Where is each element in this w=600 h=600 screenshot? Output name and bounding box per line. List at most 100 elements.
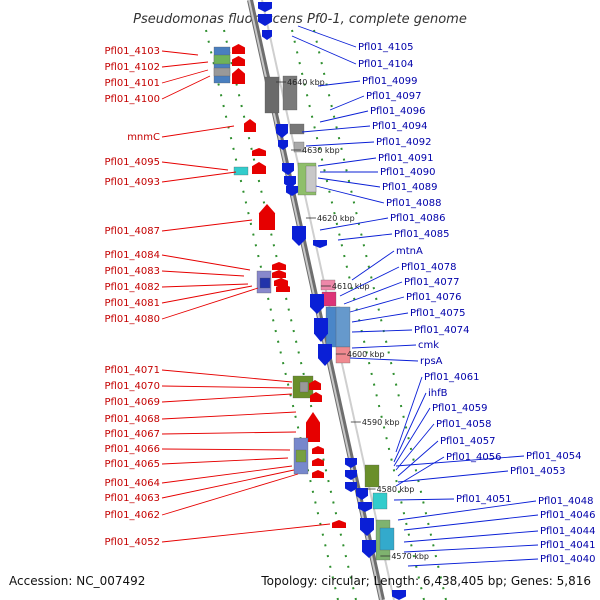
forward-gene-arrow <box>252 162 266 174</box>
gene-label-left[interactable]: Pfl01_4065 <box>104 459 160 470</box>
leader-line <box>161 254 251 271</box>
forward-gene-arrow <box>310 392 322 402</box>
gene-label-left[interactable]: Pfl01_4066 <box>104 444 160 455</box>
gene-label-right[interactable]: Pfl01_4085 <box>394 229 450 240</box>
leader-line <box>351 250 395 281</box>
gene-label-left[interactable]: Pfl01_4069 <box>104 397 160 408</box>
gene-label-left[interactable]: Pfl01_4101 <box>104 78 160 89</box>
gene-label-left[interactable]: Pfl01_4068 <box>104 414 160 425</box>
leader-line <box>319 110 369 123</box>
gene-block <box>213 67 231 77</box>
reverse-gene-arrow <box>345 482 357 492</box>
gene-block <box>321 291 337 307</box>
leader-line <box>161 61 209 68</box>
gene-label-left[interactable]: Pfl01_4063 <box>104 493 160 504</box>
gene-label-right[interactable]: Pfl01_4054 <box>526 451 582 462</box>
reverse-gene-arrow <box>258 2 272 12</box>
leader-line <box>161 285 253 304</box>
gene-label-right[interactable]: Pfl01_4097 <box>366 91 422 102</box>
gene-block <box>293 141 305 153</box>
gene-label-right[interactable]: Pfl01_4051 <box>456 494 512 505</box>
gene-label-left[interactable]: Pfl01_4064 <box>104 478 160 489</box>
leader-line <box>301 125 371 133</box>
gene-label-right[interactable]: Pfl01_4074 <box>414 325 470 336</box>
gene-features <box>213 2 406 600</box>
gene-label-right[interactable]: Pfl01_4099 <box>362 76 418 87</box>
gene-label-left[interactable]: Pfl01_4084 <box>104 250 160 261</box>
leader-line <box>161 393 293 403</box>
left-gene-labels: Pfl01_4103Pfl01_4102Pfl01_4101Pfl01_4100… <box>104 46 160 548</box>
leader-line <box>343 281 403 305</box>
leader-line <box>161 161 229 171</box>
gene-label-right[interactable]: Pfl01_4041 <box>540 540 596 551</box>
gene-label-left[interactable]: Pfl01_4071 <box>104 365 160 376</box>
kbp-label: 4590 kbp <box>362 418 400 427</box>
gene-label-right[interactable]: Pfl01_4096 <box>370 106 426 117</box>
gene-label-left[interactable]: Pfl01_4103 <box>104 46 160 57</box>
leader-line <box>337 233 393 241</box>
gene-label-right[interactable]: Pfl01_4091 <box>378 153 434 164</box>
gene-label-right[interactable]: Pfl01_4048 <box>538 496 594 507</box>
leader-line <box>317 80 361 87</box>
gene-label-left[interactable]: Pfl01_4081 <box>104 298 160 309</box>
gene-label-right[interactable]: Pfl01_4061 <box>424 372 480 383</box>
gene-label-right[interactable]: Pfl01_4094 <box>372 121 428 132</box>
gene-block <box>259 277 271 289</box>
gene-label-right[interactable]: Pfl01_4088 <box>386 198 442 209</box>
gene-label-right[interactable]: Pfl01_4044 <box>540 526 596 537</box>
gene-label-right[interactable]: Pfl01_4078 <box>401 262 457 273</box>
leader-line <box>161 219 253 232</box>
leader-line <box>403 544 539 553</box>
gene-label-right[interactable]: Pfl01_4086 <box>390 213 446 224</box>
right-leader-lines <box>291 25 539 567</box>
gene-label-left[interactable]: Pfl01_4070 <box>104 381 160 392</box>
gene-label-right[interactable]: Pfl01_4056 <box>446 452 502 463</box>
gene-label-right[interactable]: Pfl01_4075 <box>410 308 466 319</box>
gene-label-right[interactable]: Pfl01_4040 <box>540 554 596 565</box>
gene-label-right[interactable]: ihfB <box>428 388 448 399</box>
gene-label-right[interactable]: Pfl01_4092 <box>376 137 432 148</box>
leader-line <box>161 431 297 435</box>
gene-label-right[interactable]: Pfl01_4089 <box>382 182 438 193</box>
gene-label-left[interactable]: Pfl01_4067 <box>104 429 160 440</box>
leader-line <box>393 392 427 463</box>
reverse-gene-arrow <box>356 488 368 500</box>
gene-label-right[interactable]: Pfl01_4059 <box>432 403 488 414</box>
reverse-gene-arrow <box>392 590 406 600</box>
gene-label-left[interactable]: Pfl01_4082 <box>104 282 160 293</box>
gene-label-right[interactable]: Pfl01_4076 <box>406 292 462 303</box>
leader-line <box>395 455 525 467</box>
gene-label-right[interactable]: mtnA <box>396 246 423 257</box>
gene-label-left[interactable]: Pfl01_4080 <box>104 314 160 325</box>
gene-label-left[interactable]: Pfl01_4100 <box>104 94 160 105</box>
reverse-gene-arrow <box>262 30 272 40</box>
leader-line <box>395 423 435 471</box>
gene-label-right[interactable]: Pfl01_4105 <box>358 42 414 53</box>
gene-label-right[interactable]: Pfl01_4090 <box>380 167 436 178</box>
gene-label-left[interactable]: mnmC <box>127 132 160 143</box>
leader-line <box>161 385 293 389</box>
gene-label-left[interactable]: Pfl01_4062 <box>104 510 160 521</box>
kbp-label: 4630 kbp <box>302 146 340 155</box>
leader-line <box>161 523 331 543</box>
leader-line <box>317 177 381 188</box>
leader-line <box>161 473 299 516</box>
gene-label-right[interactable]: Pfl01_4058 <box>436 419 492 430</box>
gene-label-right[interactable]: Pfl01_4053 <box>510 466 566 477</box>
gene-label-right[interactable]: Pfl01_4046 <box>540 510 596 521</box>
gene-label-left[interactable]: Pfl01_4102 <box>104 62 160 73</box>
leader-line <box>297 25 357 48</box>
gene-label-left[interactable]: Pfl01_4052 <box>104 537 160 548</box>
gene-label-left[interactable]: Pfl01_4083 <box>104 266 160 277</box>
leader-line <box>407 558 539 567</box>
gene-label-right[interactable]: Pfl01_4057 <box>440 436 496 447</box>
gene-label-right[interactable]: Pfl01_4077 <box>404 277 460 288</box>
gene-label-right[interactable]: Pfl01_4104 <box>358 59 414 70</box>
gene-label-right[interactable]: cmk <box>418 340 439 351</box>
gene-label-right[interactable]: rpsA <box>420 356 443 367</box>
gene-label-left[interactable]: Pfl01_4095 <box>104 157 160 168</box>
reverse-gene-arrow <box>362 540 376 558</box>
gene-label-left[interactable]: Pfl01_4093 <box>104 177 160 188</box>
gene-label-left[interactable]: Pfl01_4087 <box>104 226 160 237</box>
forward-gene-arrow <box>306 412 320 442</box>
